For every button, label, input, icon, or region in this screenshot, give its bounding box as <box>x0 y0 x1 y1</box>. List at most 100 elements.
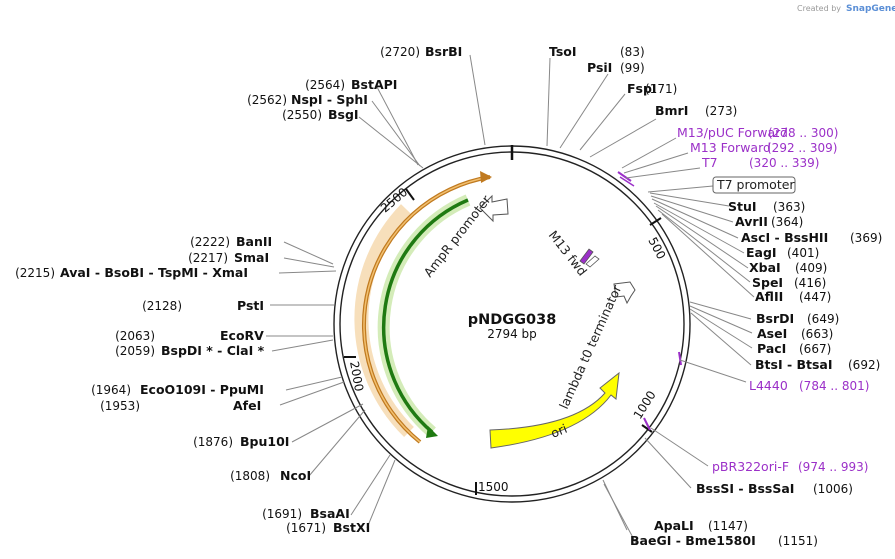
cds-green-arc[interactable] <box>381 198 469 434</box>
ruler-tick-label: 1000 <box>631 388 659 421</box>
site-position: (273) <box>705 104 737 118</box>
site-enzyme[interactable]: BsgI <box>328 107 359 122</box>
site-enzyme[interactable]: EcoRV <box>220 328 264 343</box>
plasmid-length: 2794 bp <box>487 327 537 341</box>
site-position: (401) <box>787 246 819 260</box>
site-position: (1691) <box>262 507 302 521</box>
site-enzyme[interactable]: AflII <box>755 289 783 304</box>
created-by-text: Created by <box>797 4 841 13</box>
site-position: (2128) <box>142 299 182 313</box>
primer-name[interactable]: pBR322ori-F <box>712 459 789 474</box>
primer-name[interactable]: M13/pUC Forward <box>677 125 788 140</box>
site-enzyme[interactable]: BstXI <box>333 520 370 535</box>
ruler-tick-label: 1500 <box>478 480 509 494</box>
site-position: (171) <box>645 82 677 96</box>
site-position: (2059) <box>115 344 155 358</box>
primer-m13-puc-tick <box>617 171 632 182</box>
primer-position: (784 .. 801) <box>799 379 869 393</box>
site-position: (1876) <box>193 435 233 449</box>
site-enzyme[interactable]: EcoO109I - PpuMI <box>140 382 264 397</box>
m13-fwd-label: M13 fwd <box>546 228 590 279</box>
primer-name[interactable]: T7 <box>701 155 718 170</box>
ampr-promoter-arrow[interactable] <box>479 194 509 223</box>
site-position: (2222) <box>190 235 230 249</box>
primer-name[interactable]: M13 Forward <box>690 140 771 155</box>
site-position: (364) <box>771 215 803 229</box>
ruler-tick <box>405 188 415 201</box>
plasmid-name: pNDGG038 <box>468 312 557 328</box>
ori-label: ori <box>549 421 570 441</box>
site-position: (667) <box>799 342 831 356</box>
site-enzyme[interactable]: BspDI * - ClaI * <box>161 343 265 358</box>
m13-fwd-marker[interactable] <box>579 248 594 265</box>
site-enzyme[interactable]: StuI <box>728 199 757 214</box>
primer-pbr322-tick <box>643 417 651 431</box>
site-enzyme[interactable]: BsaAI <box>310 506 350 521</box>
ruler-tick-label: 2000 <box>347 360 366 393</box>
snapgene-logo: SnapGene <box>846 4 895 14</box>
site-position: (416) <box>794 276 826 290</box>
site-enzyme[interactable]: BtsI - BtsaI <box>755 357 833 372</box>
site-enzyme[interactable]: PacI <box>757 341 786 356</box>
site-enzyme[interactable]: BaeGI - Bme1580I <box>630 533 756 548</box>
site-enzyme[interactable]: Bpu10I <box>240 434 289 449</box>
terminator-arrow[interactable] <box>613 281 636 305</box>
m13-fwd-open-arrow <box>585 255 600 268</box>
site-position: (1671) <box>286 521 326 535</box>
ori-arrow[interactable] <box>489 371 620 449</box>
site-position: (1006) <box>813 482 853 496</box>
site-position: (447) <box>799 290 831 304</box>
site-position: (2550) <box>282 108 322 122</box>
t7-promoter-label[interactable]: T7 promoter <box>716 177 795 192</box>
site-enzyme[interactable]: BmrI <box>655 103 688 118</box>
t7-promoter-box <box>712 176 796 194</box>
site-enzyme[interactable]: NspI - SphI <box>291 92 368 107</box>
site-enzyme[interactable]: EagI <box>746 245 777 260</box>
site-enzyme[interactable]: TsoI <box>549 44 577 59</box>
ruler-tick <box>649 217 662 226</box>
primer-position: (278 .. 300) <box>768 126 838 140</box>
site-enzyme[interactable]: BstAPI <box>351 77 397 92</box>
ruler-tick <box>641 424 653 433</box>
ampr-arrowhead <box>480 171 492 183</box>
site-enzyme[interactable]: AfeI <box>233 398 261 413</box>
site-enzyme[interactable]: AscI - BssHII <box>741 230 828 245</box>
site-position: (363) <box>773 200 805 214</box>
site-position: (2720) <box>380 45 420 59</box>
site-position: (1151) <box>778 534 818 548</box>
ampr-gene-arc-highlight <box>363 176 491 443</box>
primer-position: (292 .. 309) <box>767 141 837 155</box>
site-enzyme[interactable]: BanII <box>236 234 272 249</box>
site-enzyme[interactable]: BsrDI <box>756 311 794 326</box>
site-position: (2215) <box>15 266 55 280</box>
site-position: (1953) <box>100 399 140 413</box>
site-enzyme[interactable]: NcoI <box>280 468 311 483</box>
site-enzyme[interactable]: BssSI - BssSaI <box>696 481 794 496</box>
site-position: (369) <box>850 231 882 245</box>
site-position: (2063) <box>115 329 155 343</box>
site-enzyme[interactable]: FspI <box>627 81 657 96</box>
site-position: (83) <box>620 45 645 59</box>
primer-position: (974 .. 993) <box>798 460 868 474</box>
primer-l4440-tick <box>678 351 682 366</box>
site-enzyme[interactable]: SpeI <box>752 275 783 290</box>
site-enzyme[interactable]: PstI <box>237 298 264 313</box>
site-labels: (2720) BsrBI TsoI (83) PsiI (99) FspI(171) BmrI… <box>15 44 882 548</box>
site-enzyme[interactable]: ApaLI <box>654 518 694 533</box>
site-position: (1147) <box>708 519 748 533</box>
ruler-tick-label: 500 <box>645 235 668 262</box>
primer-name[interactable]: L4440 <box>749 378 788 393</box>
site-position: (2564) <box>305 78 345 92</box>
site-enzyme[interactable]: XbaI <box>749 260 781 275</box>
site-enzyme[interactable]: SmaI <box>234 250 269 265</box>
site-position: (663) <box>801 327 833 341</box>
site-enzyme[interactable]: BsrBI <box>425 44 462 59</box>
site-position: (1964) <box>91 383 131 397</box>
site-enzyme[interactable]: AvaI - BsoBI - TspMI - XmaI <box>60 265 248 280</box>
site-position: (2217) <box>188 251 228 265</box>
site-enzyme[interactable]: AvrII <box>735 214 768 229</box>
site-enzyme[interactable]: PsiI <box>587 60 612 75</box>
site-position: (99) <box>620 61 645 75</box>
site-enzyme[interactable]: AseI <box>757 326 787 341</box>
